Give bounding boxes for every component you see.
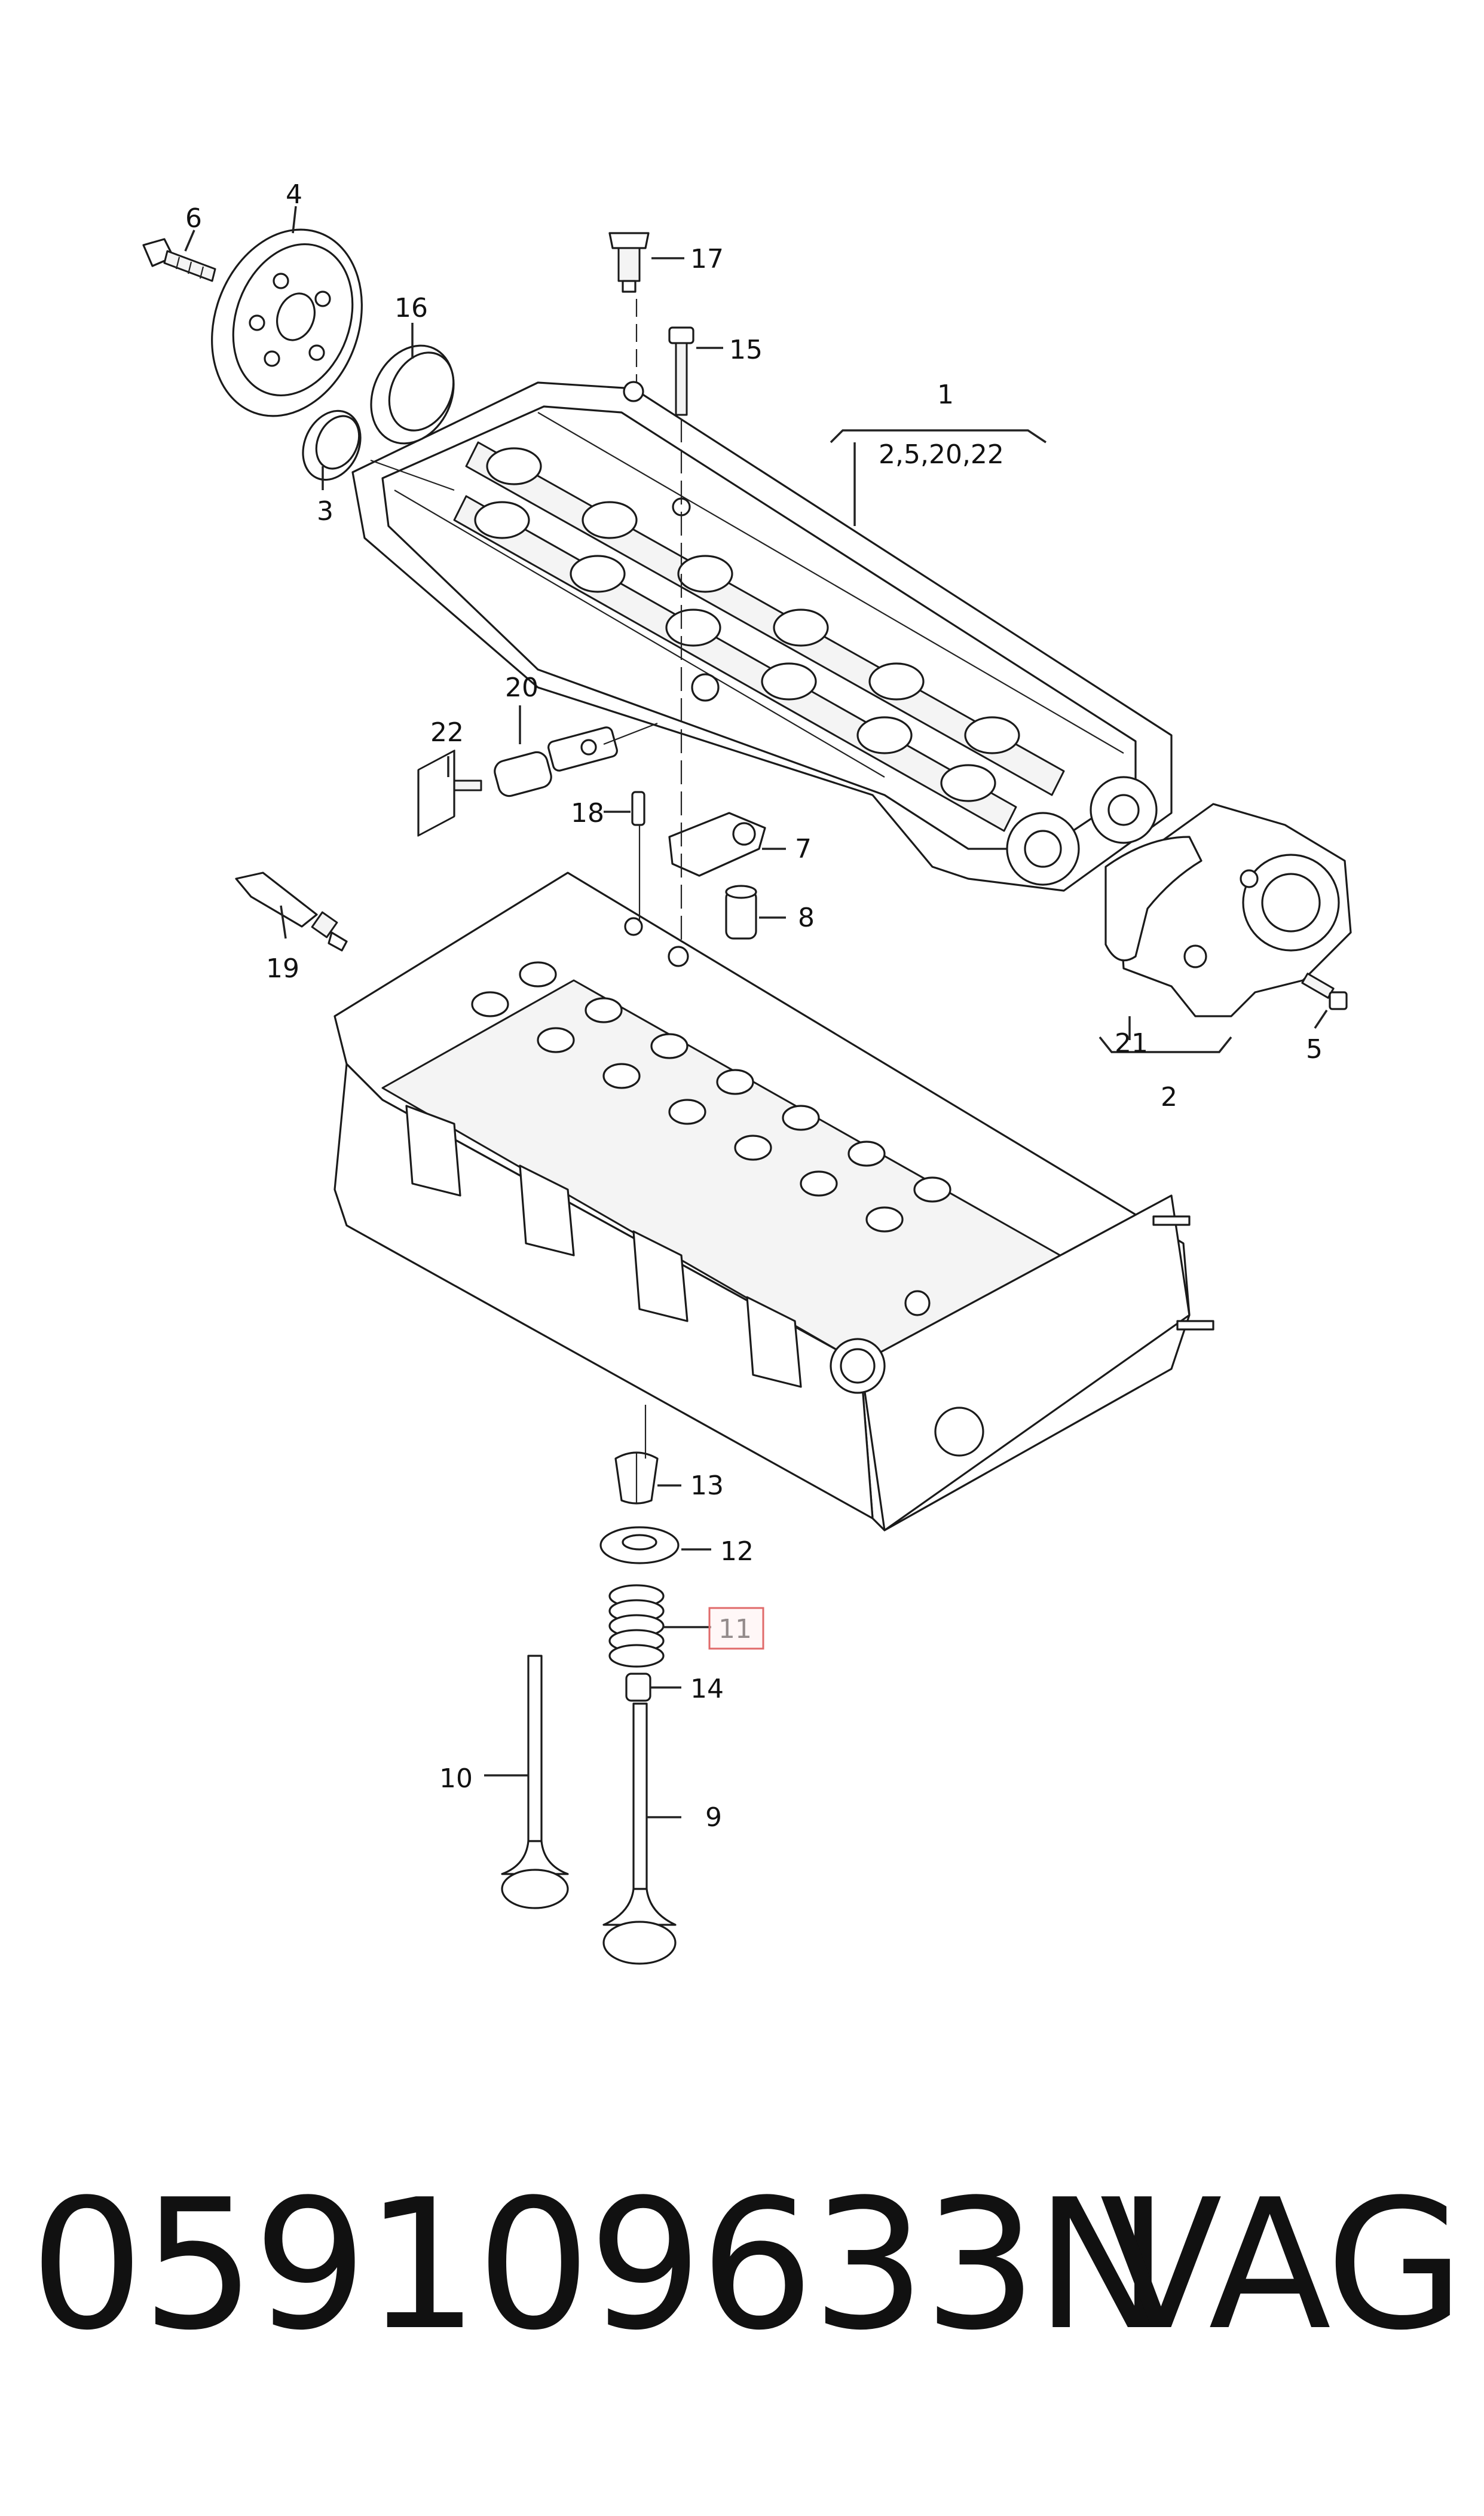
callout-1: 1 bbox=[937, 380, 954, 410]
camshaft-upper bbox=[465, 441, 1065, 796]
exploded-parts-diagram: 1 2,5,20,22 2 3 4 5 6 7 8 9 10 11 12 13 … bbox=[142, 179, 1352, 1965]
shaft-seal-small bbox=[302, 409, 362, 481]
callout-19: 19 bbox=[266, 953, 299, 984]
bleed-screw-17 bbox=[608, 232, 650, 293]
valve-spring bbox=[608, 1584, 665, 1668]
sprocket-bolt bbox=[142, 238, 216, 282]
callout-13: 13 bbox=[690, 1471, 724, 1501]
callout-4: 4 bbox=[286, 179, 302, 210]
callout-5: 5 bbox=[1306, 1034, 1323, 1065]
camshaft-sprocket bbox=[211, 228, 363, 417]
callout-12: 12 bbox=[720, 1536, 754, 1567]
camshaft-lower bbox=[453, 495, 1017, 832]
roller-rocker-arm bbox=[668, 812, 766, 877]
exhaust-valve bbox=[501, 1655, 569, 1909]
callout-16: 16 bbox=[394, 293, 428, 323]
camshaft-position-sensor bbox=[494, 726, 618, 797]
sealant-tube bbox=[235, 872, 348, 952]
camshaft-carrier-housing bbox=[351, 381, 1173, 892]
callout-20: 20 bbox=[505, 672, 538, 703]
callout-8: 8 bbox=[798, 903, 815, 933]
cover-gasket bbox=[1104, 836, 1203, 962]
shaft-seal-large bbox=[370, 344, 455, 445]
callout-10: 10 bbox=[439, 1763, 473, 1794]
callout-14: 14 bbox=[690, 1674, 724, 1704]
bolt-15 bbox=[668, 326, 694, 416]
assembly-lines bbox=[370, 299, 683, 1459]
callout-18: 18 bbox=[571, 798, 604, 829]
callout-1-subparts: 2,5,20,22 bbox=[879, 439, 1004, 470]
brand-name: VAG bbox=[1100, 2161, 1464, 2370]
callout-21: 21 bbox=[1115, 1028, 1148, 1059]
callout-15: 15 bbox=[729, 335, 763, 365]
callout-7: 7 bbox=[795, 834, 812, 864]
callout-22: 22 bbox=[430, 717, 464, 748]
part-number: 059109633N bbox=[30, 2161, 1169, 2370]
callout-17: 17 bbox=[690, 244, 724, 274]
spring-retainer bbox=[599, 1526, 680, 1564]
valve-stem-seal bbox=[625, 1673, 651, 1702]
intake-valve bbox=[602, 1702, 677, 1965]
cylinder-head bbox=[333, 750, 1214, 1531]
cover-bolt bbox=[1301, 973, 1348, 1010]
callout-9: 9 bbox=[705, 1802, 722, 1833]
leader-lines bbox=[184, 206, 1328, 1818]
valve-cotters bbox=[614, 1451, 659, 1505]
callout-3: 3 bbox=[317, 496, 333, 527]
callout-11-highlight bbox=[708, 1607, 764, 1650]
hydraulic-tappet bbox=[725, 885, 757, 940]
callout-6: 6 bbox=[185, 203, 202, 234]
callout-2: 2 bbox=[1161, 1082, 1177, 1112]
dowel-pin bbox=[631, 791, 645, 826]
